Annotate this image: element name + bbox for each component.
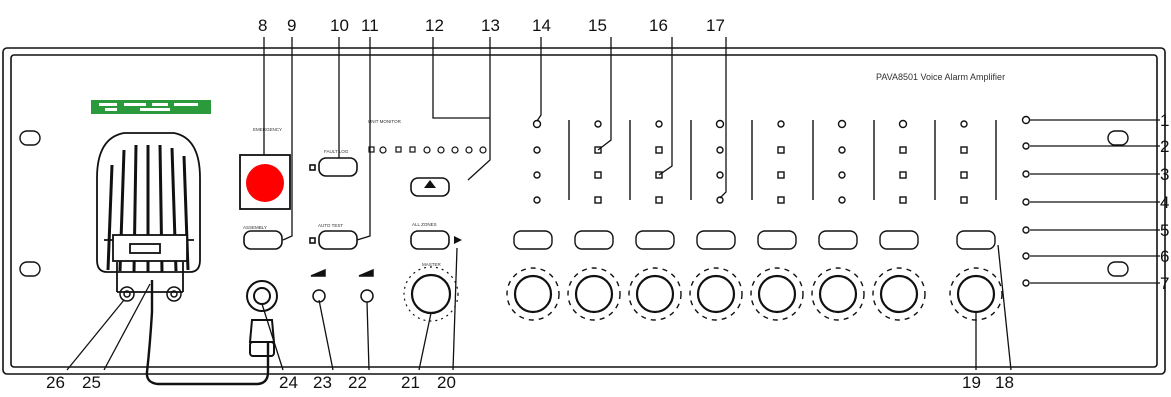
- control-buttons: [243, 157, 450, 250]
- callout-12: 12: [425, 16, 444, 35]
- callout-8: 8: [258, 16, 267, 35]
- callout-6: 6: [1160, 247, 1169, 266]
- callout-26: 26: [46, 373, 65, 392]
- panel-brand-text: PAVA8501 Voice Alarm Amplifier: [876, 72, 1005, 82]
- master-volume-knob: [403, 266, 459, 322]
- emergency-button: [239, 154, 291, 210]
- monitor-leds: [368, 146, 487, 154]
- status-leds: [1021, 115, 1031, 287]
- callout-2: 2: [1160, 137, 1169, 156]
- trim-knobs: [310, 268, 374, 303]
- mic-cable: [145, 280, 270, 386]
- callout-1: 1: [1160, 111, 1169, 130]
- callout-17: 17: [706, 16, 725, 35]
- svg-text:AUTO TEST: AUTO TEST: [318, 223, 343, 228]
- callout-23: 23: [313, 373, 332, 392]
- mic-clip-screws: [119, 286, 182, 302]
- callout-13: 13: [481, 16, 500, 35]
- callout-3: 3: [1160, 165, 1169, 184]
- svg-text:EMERGENCY: EMERGENCY: [253, 127, 282, 132]
- callout-22: 22: [348, 373, 367, 392]
- callout-leader-lines: [66, 37, 1160, 371]
- mic-input-socket: [246, 280, 278, 357]
- callout-5: 5: [1160, 221, 1169, 240]
- brand-logo: [91, 100, 211, 114]
- svg-text:UNIT MONITOR: UNIT MONITOR: [368, 119, 402, 124]
- callout-18: 18: [995, 373, 1014, 392]
- callout-10: 10: [330, 16, 349, 35]
- rack-panel: [2, 47, 1166, 375]
- rack-mount-holes: [19, 130, 1129, 277]
- callout-11: 11: [361, 16, 379, 35]
- callout-14: 14: [532, 16, 551, 35]
- callout-16: 16: [649, 16, 668, 35]
- callout-19: 19: [962, 373, 981, 392]
- svg-text:ALL ZONES: ALL ZONES: [412, 222, 437, 227]
- callout-24: 24: [279, 373, 298, 392]
- callout-15: 15: [588, 16, 607, 35]
- callout-20: 20: [437, 373, 456, 392]
- callout-25: 25: [82, 373, 101, 392]
- svg-text:MASTER: MASTER: [422, 262, 442, 267]
- zone-channels: [506, 119, 1003, 321]
- microphone-icon: [96, 132, 201, 293]
- callout-7: 7: [1160, 274, 1169, 293]
- callout-4: 4: [1160, 193, 1169, 212]
- callout-9: 9: [287, 16, 296, 35]
- callout-21: 21: [401, 373, 420, 392]
- svg-text:FAULT LOG: FAULT LOG: [324, 149, 349, 154]
- svg-text:ASSEMBLY: ASSEMBLY: [243, 225, 267, 230]
